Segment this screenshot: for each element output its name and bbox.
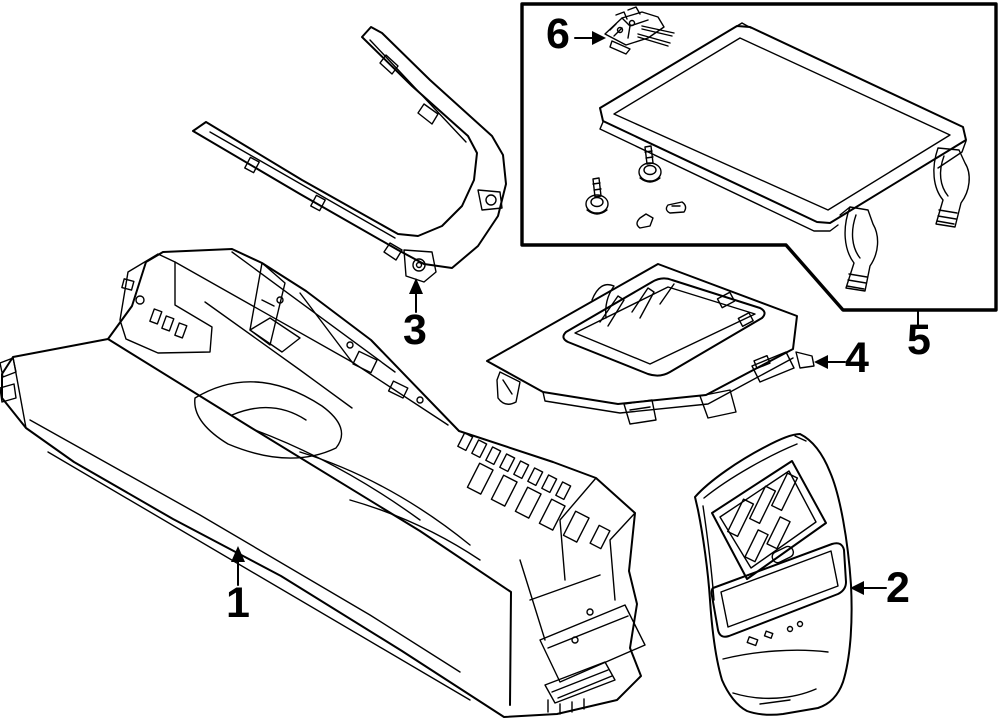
callout-5-number[interactable]: 5 [907,316,931,364]
clip [636,213,654,229]
callout-4[interactable]: 4 [814,334,869,382]
callout-3-number[interactable]: 3 [403,306,427,354]
part-5-armrest-lid-drawing [585,22,970,292]
screw [585,177,609,215]
callout-6[interactable]: 6 [546,10,606,58]
callout-2[interactable]: 2 [850,564,910,612]
callout-4-number[interactable]: 4 [845,334,869,382]
part-6-hinge-drawing [604,6,675,55]
arrowhead-up [231,546,245,562]
lid-hinge-leg [839,206,879,292]
arrowhead-left [850,581,864,595]
inset-box [520,2,998,312]
callout-6-number[interactable]: 6 [546,10,570,58]
arrowhead-up [409,278,423,294]
screw [638,145,662,183]
arrowhead-left [814,355,828,369]
clip [665,201,687,214]
part-4-trim-panel-drawing [486,263,815,425]
part-1-console-body-drawing [0,248,646,718]
arrowhead-right [592,31,606,45]
callout-2-number[interactable]: 2 [886,564,910,612]
callout-1[interactable]: 1 [226,546,250,627]
part-2-rear-panel-drawing [694,433,853,716]
callouts: 1 2 3 4 5 6 [226,10,931,627]
lid-hinge-leg [933,147,970,228]
part-3-trim-frame-drawing [192,26,507,283]
callout-3[interactable]: 3 [403,278,427,354]
console-vent-slots [457,432,611,550]
callout-1-number[interactable]: 1 [226,579,250,627]
callout-5[interactable]: 5 [907,310,931,364]
